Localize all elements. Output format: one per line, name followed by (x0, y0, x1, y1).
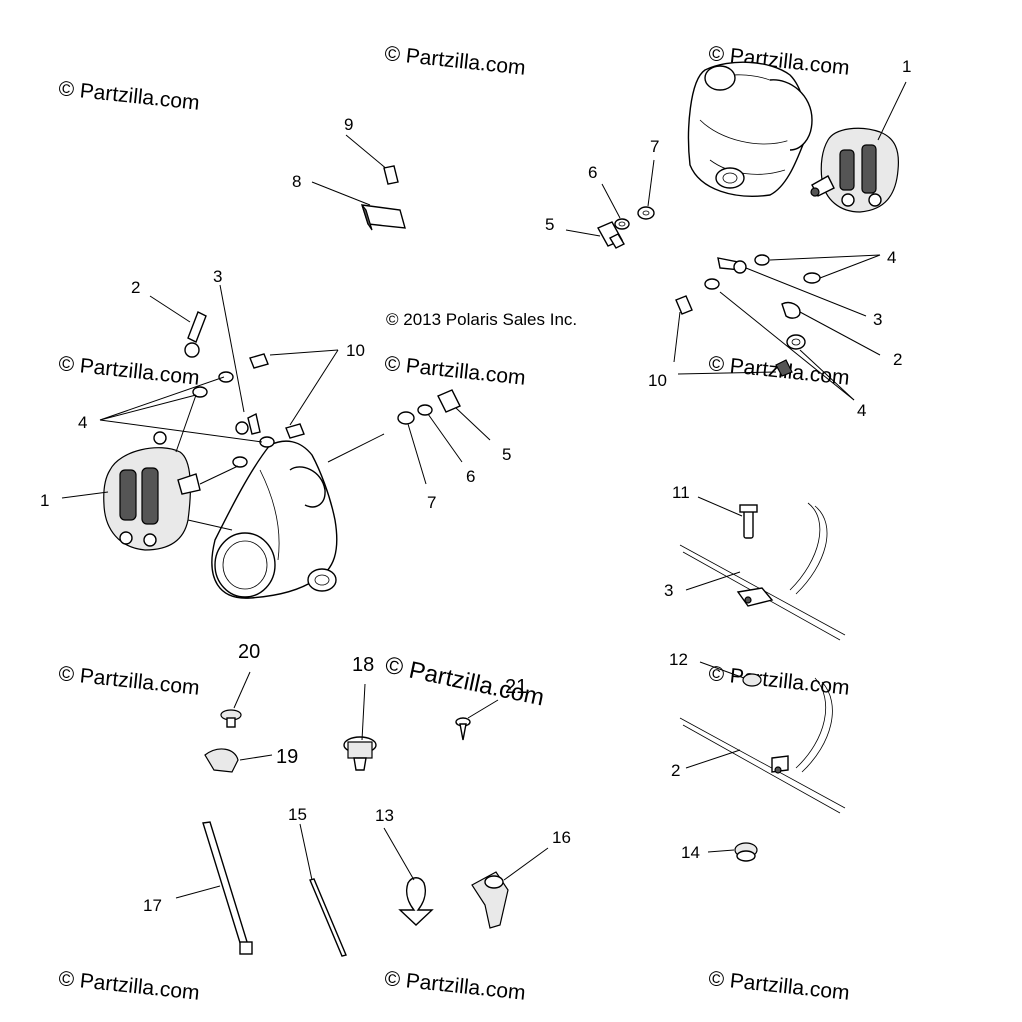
callout-15: 15 (288, 805, 307, 824)
brake-line-fittings-left (184, 311, 305, 468)
callout-8: 8 (292, 172, 301, 191)
callout-12: 12 (669, 650, 688, 669)
leader-lines-lower (175, 671, 549, 899)
callout-7-top: 7 (650, 137, 659, 156)
watermark: © Partzilla.com (383, 967, 526, 1005)
callout-2-top: 2 (893, 350, 902, 369)
leader-lines-top-right (311, 81, 907, 401)
bracket-8 (361, 204, 406, 231)
callout-1-top: 1 (902, 57, 911, 76)
push-clip-13 (398, 877, 434, 926)
callout-21: 21 (505, 676, 527, 698)
callout-17: 17 (143, 896, 162, 915)
callout-3-line: 3 (664, 581, 673, 600)
callout-10-left: 10 (346, 341, 365, 360)
watermark-overlay: © Partzilla.com (383, 651, 547, 711)
nut-14 (734, 842, 758, 862)
callout-5-top: 5 (545, 215, 554, 234)
callout-7-mid: 7 (427, 493, 436, 512)
callout-9: 9 (344, 115, 353, 134)
callout-3-top: 3 (873, 310, 882, 329)
tie-strap-15 (309, 878, 347, 957)
bolt-11 (739, 504, 758, 539)
callout-16: 16 (552, 828, 571, 847)
watermark: © Partzilla.com (383, 42, 526, 80)
watermark: © Partzilla.com (707, 662, 850, 700)
bolt-washers-mid (397, 389, 461, 425)
leader-lines-right (685, 496, 745, 853)
callout-19: 19 (276, 746, 298, 768)
watermark: © Partzilla.com (383, 352, 526, 390)
bolt-5-top (597, 221, 625, 249)
watermark: © Partzilla.com (57, 77, 200, 115)
callout-4-top-low: 4 (857, 401, 866, 420)
callout-11: 11 (672, 483, 690, 502)
screw-21 (455, 717, 471, 741)
callout-5-mid: 5 (502, 445, 511, 464)
clip-16 (471, 871, 509, 929)
callout-20: 20 (238, 641, 260, 663)
callout-6-mid: 6 (466, 467, 475, 486)
brake-caliper-top-right (810, 127, 900, 213)
callouts: 1 7 6 5 9 8 4 3 2 10 4 2 3 10 4 1 5 6 7 … (40, 57, 911, 915)
callout-4-top: 4 (887, 248, 896, 267)
screw-9 (383, 165, 399, 185)
tie-strap-17 (202, 821, 253, 955)
knuckle-left (211, 440, 338, 599)
brake-line-fittings-top (675, 254, 821, 377)
push-rivet-20 (220, 709, 242, 728)
callout-6-top: 6 (588, 163, 597, 182)
brake-caliper-left (103, 431, 201, 551)
callout-1-left: 1 (40, 491, 49, 510)
leader-lines-left (61, 284, 491, 531)
callout-4-left: 4 (78, 413, 87, 432)
copyright-text: © 2013 Polaris Sales Inc. (386, 310, 577, 329)
callout-2-left: 2 (131, 278, 140, 297)
watermark: © Partzilla.com (57, 352, 200, 390)
watermark: © Partzilla.com (57, 662, 200, 700)
callout-14: 14 (681, 843, 700, 862)
brake-line-clamp-2 (679, 677, 846, 814)
nut-12 (742, 673, 762, 687)
watermark: © Partzilla.com (57, 967, 200, 1005)
clip-18 (343, 736, 377, 771)
watermark: © Partzilla.com (707, 967, 850, 1005)
callout-13: 13 (375, 806, 394, 825)
knuckle-top-right (687, 61, 813, 197)
callout-10-top: 10 (648, 371, 667, 390)
callout-3-left: 3 (213, 267, 222, 286)
callout-2-line: 2 (671, 761, 680, 780)
brake-line-clamp-3 (679, 502, 846, 641)
clip-19 (204, 748, 239, 773)
washers-top (614, 206, 655, 230)
callout-18: 18 (352, 654, 374, 676)
